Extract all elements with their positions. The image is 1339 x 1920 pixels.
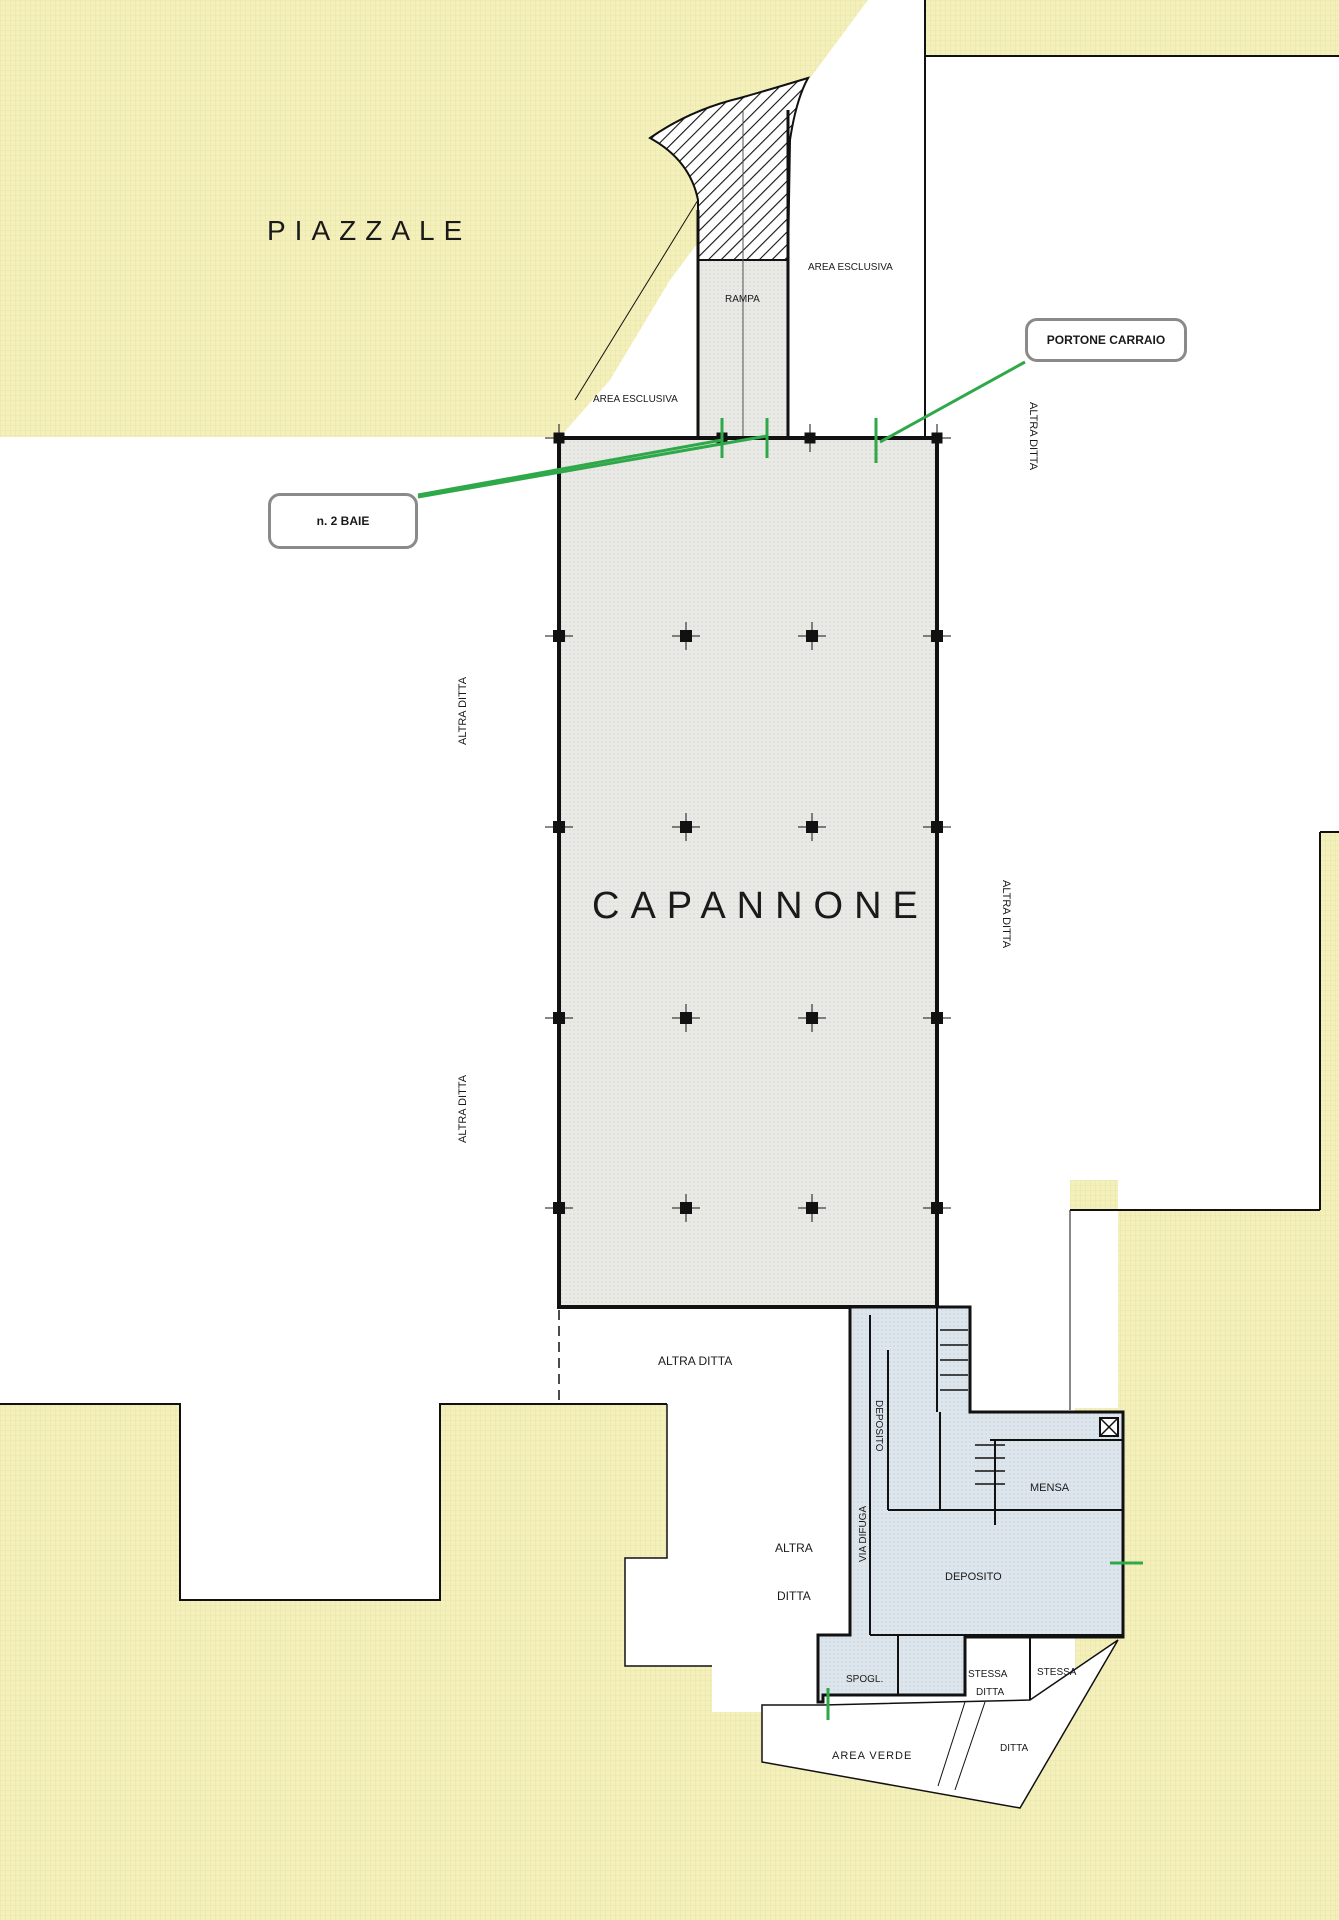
stairs bbox=[940, 1329, 1005, 1485]
capannone-label: CAPANNONE bbox=[592, 885, 929, 927]
altra-ditta-left-lower-label: ALTRA DITTA bbox=[457, 1074, 469, 1143]
altra-label-line2: DITTA bbox=[777, 1589, 811, 1603]
piazzale-label: PIAZZALE bbox=[267, 215, 471, 246]
altra-ditta-right-mid-label: ALTRA DITTA bbox=[1000, 880, 1012, 949]
portone-carraio-text: PORTONE CARRAIO bbox=[1046, 333, 1166, 347]
capannone-building bbox=[557, 436, 939, 1309]
baie-text: n. 2 BAIE bbox=[316, 514, 370, 528]
door-markers bbox=[417, 360, 1143, 1720]
mensa-label: MENSA bbox=[1030, 1482, 1070, 1494]
baie-leader-line-2 bbox=[417, 434, 768, 499]
altra-ditta-left-upper-label: ALTRA DITTA bbox=[457, 676, 469, 745]
area-verde bbox=[761, 1639, 1119, 1809]
portone-leader-line bbox=[879, 360, 1026, 444]
deposito-vertical-label: DEPOSITO bbox=[873, 1400, 884, 1452]
area-esclusiva-top-label: AREA ESCLUSIVA bbox=[808, 262, 893, 273]
area-verde-boundary bbox=[761, 1639, 1119, 1809]
altra-ditta-right-top-label: ALTRA DITTA bbox=[1027, 402, 1039, 471]
stessa-ditta-label-1: STESSA bbox=[968, 1669, 1008, 1680]
crossed-box-icon bbox=[1099, 1417, 1119, 1437]
ditta-right-label: DITTA bbox=[1000, 1743, 1028, 1754]
baie-callout: n. 2 BAIE bbox=[268, 493, 418, 549]
piazzale-area bbox=[0, 0, 868, 437]
deposito-main-label: DEPOSITO bbox=[945, 1571, 1002, 1583]
portone-carraio-callout: PORTONE CARRAIO bbox=[1025, 318, 1187, 362]
bottom-area bbox=[0, 832, 1339, 1920]
hatched-ramp-icon bbox=[648, 76, 811, 261]
via-di-fuga-label: VIA DIFUGA bbox=[858, 1506, 869, 1562]
capannone-floor bbox=[557, 436, 939, 1309]
baie-leader-line-1 bbox=[417, 438, 723, 497]
altra-label-line1: ALTRA bbox=[775, 1541, 813, 1555]
stessa-ditta-label-2: DITTA bbox=[976, 1687, 1004, 1698]
office-block bbox=[816, 1305, 1125, 1704]
area-esclusiva-left-label: AREA ESCLUSIVA bbox=[593, 394, 678, 405]
altra-ditta-bottom-label: ALTRA DITTA bbox=[658, 1354, 732, 1368]
ramp-entrance bbox=[574, 76, 811, 438]
area-verde-label: AREA VERDE bbox=[832, 1750, 912, 1762]
area-boundaries bbox=[0, 0, 1339, 1667]
plan-labels: PIAZZALE CAPANNONE RAMPA AREA ESCLUSIVA … bbox=[267, 215, 1077, 1762]
rampa-label: RAMPA bbox=[725, 294, 760, 305]
top-right-area bbox=[925, 0, 1339, 56]
spogl-label: SPOGL. bbox=[846, 1674, 883, 1685]
stessa-right-label: STESSA bbox=[1037, 1667, 1077, 1678]
capannone-columns bbox=[545, 424, 951, 1222]
